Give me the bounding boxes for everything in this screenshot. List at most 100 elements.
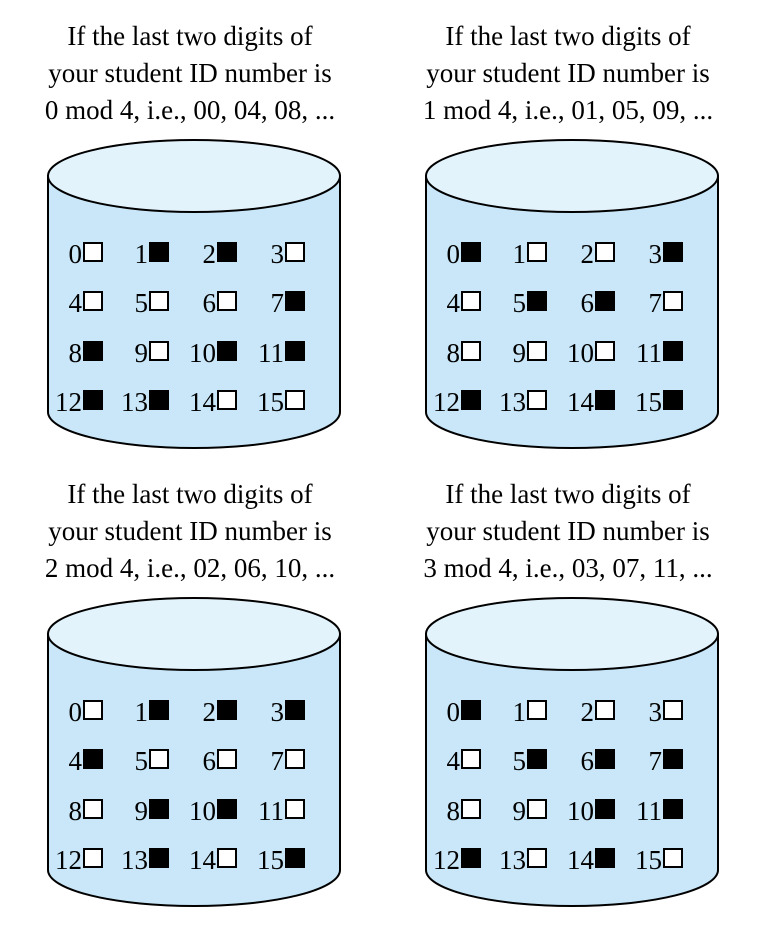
- bit-cell-0: 0: [420, 694, 481, 727]
- bit-cell-7: 7: [622, 743, 683, 776]
- bit-cell-3: 3: [622, 694, 683, 727]
- filled-square-icon: [595, 798, 615, 819]
- cylinder-top: [47, 597, 341, 671]
- bit-number: 3: [270, 696, 285, 727]
- bit-number: 15: [635, 844, 662, 875]
- filled-square-icon: [461, 241, 481, 262]
- filled-square-icon: [527, 748, 547, 769]
- bit-number: 15: [635, 386, 662, 417]
- filled-square-icon: [663, 340, 683, 361]
- empty-square-icon: [217, 748, 237, 769]
- bit-number: 7: [648, 745, 663, 776]
- bit-number: 13: [121, 844, 148, 875]
- bit-cell-3: 3: [244, 236, 305, 269]
- bit-cell-11: 11: [244, 335, 305, 368]
- bit-cell-12: 12: [420, 384, 481, 417]
- cylinder-icon: [425, 597, 719, 907]
- bit-cell-14: 14: [554, 842, 615, 875]
- bit-cell-5: 5: [108, 285, 169, 318]
- filled-square-icon: [217, 241, 237, 262]
- bit-cell-13: 13: [486, 842, 547, 875]
- bit-number: 6: [580, 287, 595, 318]
- filled-square-icon: [217, 798, 237, 819]
- cylinder-top: [425, 139, 719, 213]
- filled-square-icon: [149, 847, 169, 868]
- filled-square-icon: [461, 847, 481, 868]
- bit-cell-0: 0: [42, 236, 103, 269]
- bit-number: 9: [134, 337, 149, 368]
- empty-square-icon: [527, 241, 547, 262]
- bit-number: 4: [446, 287, 461, 318]
- bit-number: 12: [55, 844, 82, 875]
- bit-number: 9: [512, 795, 527, 826]
- bit-cell-12: 12: [420, 842, 481, 875]
- bit-number: 0: [68, 696, 83, 727]
- cylinder-icon: [425, 139, 719, 449]
- caption-line: your student ID number is: [426, 516, 710, 546]
- bit-cell-9: 9: [108, 793, 169, 826]
- bit-cell-14: 14: [176, 384, 237, 417]
- filled-square-icon: [663, 241, 683, 262]
- bit-cell-2: 2: [176, 694, 237, 727]
- bit-cell-7: 7: [622, 285, 683, 318]
- caption-line: your student ID number is: [48, 516, 332, 546]
- bit-number: 5: [134, 745, 149, 776]
- bit-cell-0: 0: [420, 236, 481, 269]
- bit-cell-2: 2: [554, 236, 615, 269]
- empty-square-icon: [663, 699, 683, 720]
- bit-cell-1: 1: [486, 236, 547, 269]
- filled-square-icon: [217, 699, 237, 720]
- bit-number: 2: [202, 696, 217, 727]
- empty-square-icon: [527, 340, 547, 361]
- bit-number: 14: [189, 844, 216, 875]
- bit-cell-8: 8: [42, 335, 103, 368]
- empty-square-icon: [285, 798, 305, 819]
- empty-square-icon: [217, 389, 237, 410]
- bit-number: 8: [68, 795, 83, 826]
- bit-cell-15: 15: [622, 384, 683, 417]
- bit-cell-1: 1: [486, 694, 547, 727]
- bit-cell-6: 6: [176, 285, 237, 318]
- filled-square-icon: [83, 389, 103, 410]
- filled-square-icon: [663, 748, 683, 769]
- cylinder-body: [47, 633, 341, 907]
- bit-cell-8: 8: [420, 793, 481, 826]
- bit-number: 11: [258, 337, 284, 368]
- cylinder-top: [425, 597, 719, 671]
- empty-square-icon: [527, 798, 547, 819]
- bit-cell-0: 0: [42, 694, 103, 727]
- empty-square-icon: [461, 798, 481, 819]
- bit-cell-10: 10: [554, 793, 615, 826]
- bit-number: 3: [270, 238, 285, 269]
- bit-number: 2: [580, 696, 595, 727]
- bit-cell-2: 2: [176, 236, 237, 269]
- bit-cell-9: 9: [486, 793, 547, 826]
- cylinder-body: [425, 633, 719, 907]
- filled-square-icon: [595, 847, 615, 868]
- bit-number: 11: [258, 795, 284, 826]
- bit-cell-9: 9: [108, 335, 169, 368]
- bit-cell-5: 5: [486, 285, 547, 318]
- bit-number: 5: [512, 287, 527, 318]
- caption-line: If the last two digits of: [67, 21, 313, 51]
- bit-number: 12: [55, 386, 82, 417]
- caption-line: If the last two digits of: [445, 21, 691, 51]
- bit-cell-15: 15: [244, 842, 305, 875]
- bit-cell-7: 7: [244, 743, 305, 776]
- empty-square-icon: [663, 847, 683, 868]
- empty-square-icon: [461, 340, 481, 361]
- caption-line: 0 mod 4, i.e., 00, 04, 08, ...: [44, 95, 336, 125]
- filled-square-icon: [595, 389, 615, 410]
- bit-cell-15: 15: [622, 842, 683, 875]
- bit-number: 7: [270, 745, 285, 776]
- filled-square-icon: [83, 340, 103, 361]
- bit-number: 14: [567, 844, 594, 875]
- bit-number: 1: [134, 238, 149, 269]
- bit-number: 2: [202, 238, 217, 269]
- filled-square-icon: [461, 699, 481, 720]
- empty-square-icon: [149, 340, 169, 361]
- empty-square-icon: [83, 241, 103, 262]
